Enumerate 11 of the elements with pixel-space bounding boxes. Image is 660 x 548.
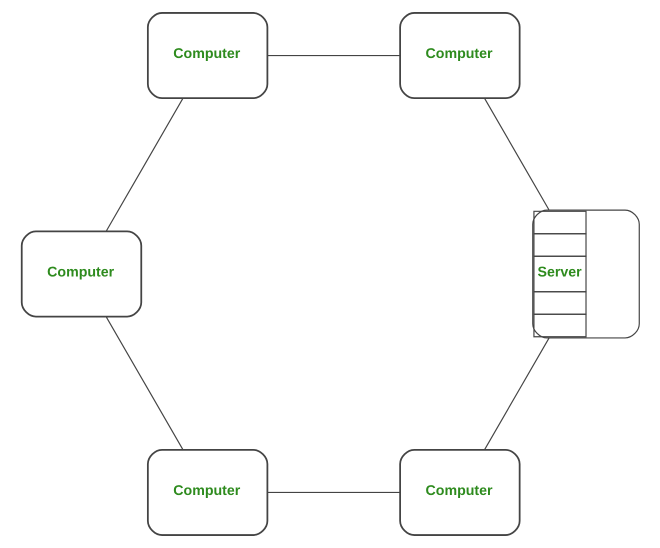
node-box: Computer (20, 230, 142, 318)
connector (105, 316, 184, 450)
connector (266, 54, 400, 56)
node-box: Computer (398, 12, 520, 100)
node-box: Computer (146, 448, 268, 536)
node-box: Computer (398, 448, 520, 536)
node-box: Computer (146, 12, 268, 100)
connector (483, 338, 550, 450)
connector (484, 98, 549, 210)
connector (266, 492, 400, 494)
connector (105, 98, 183, 232)
